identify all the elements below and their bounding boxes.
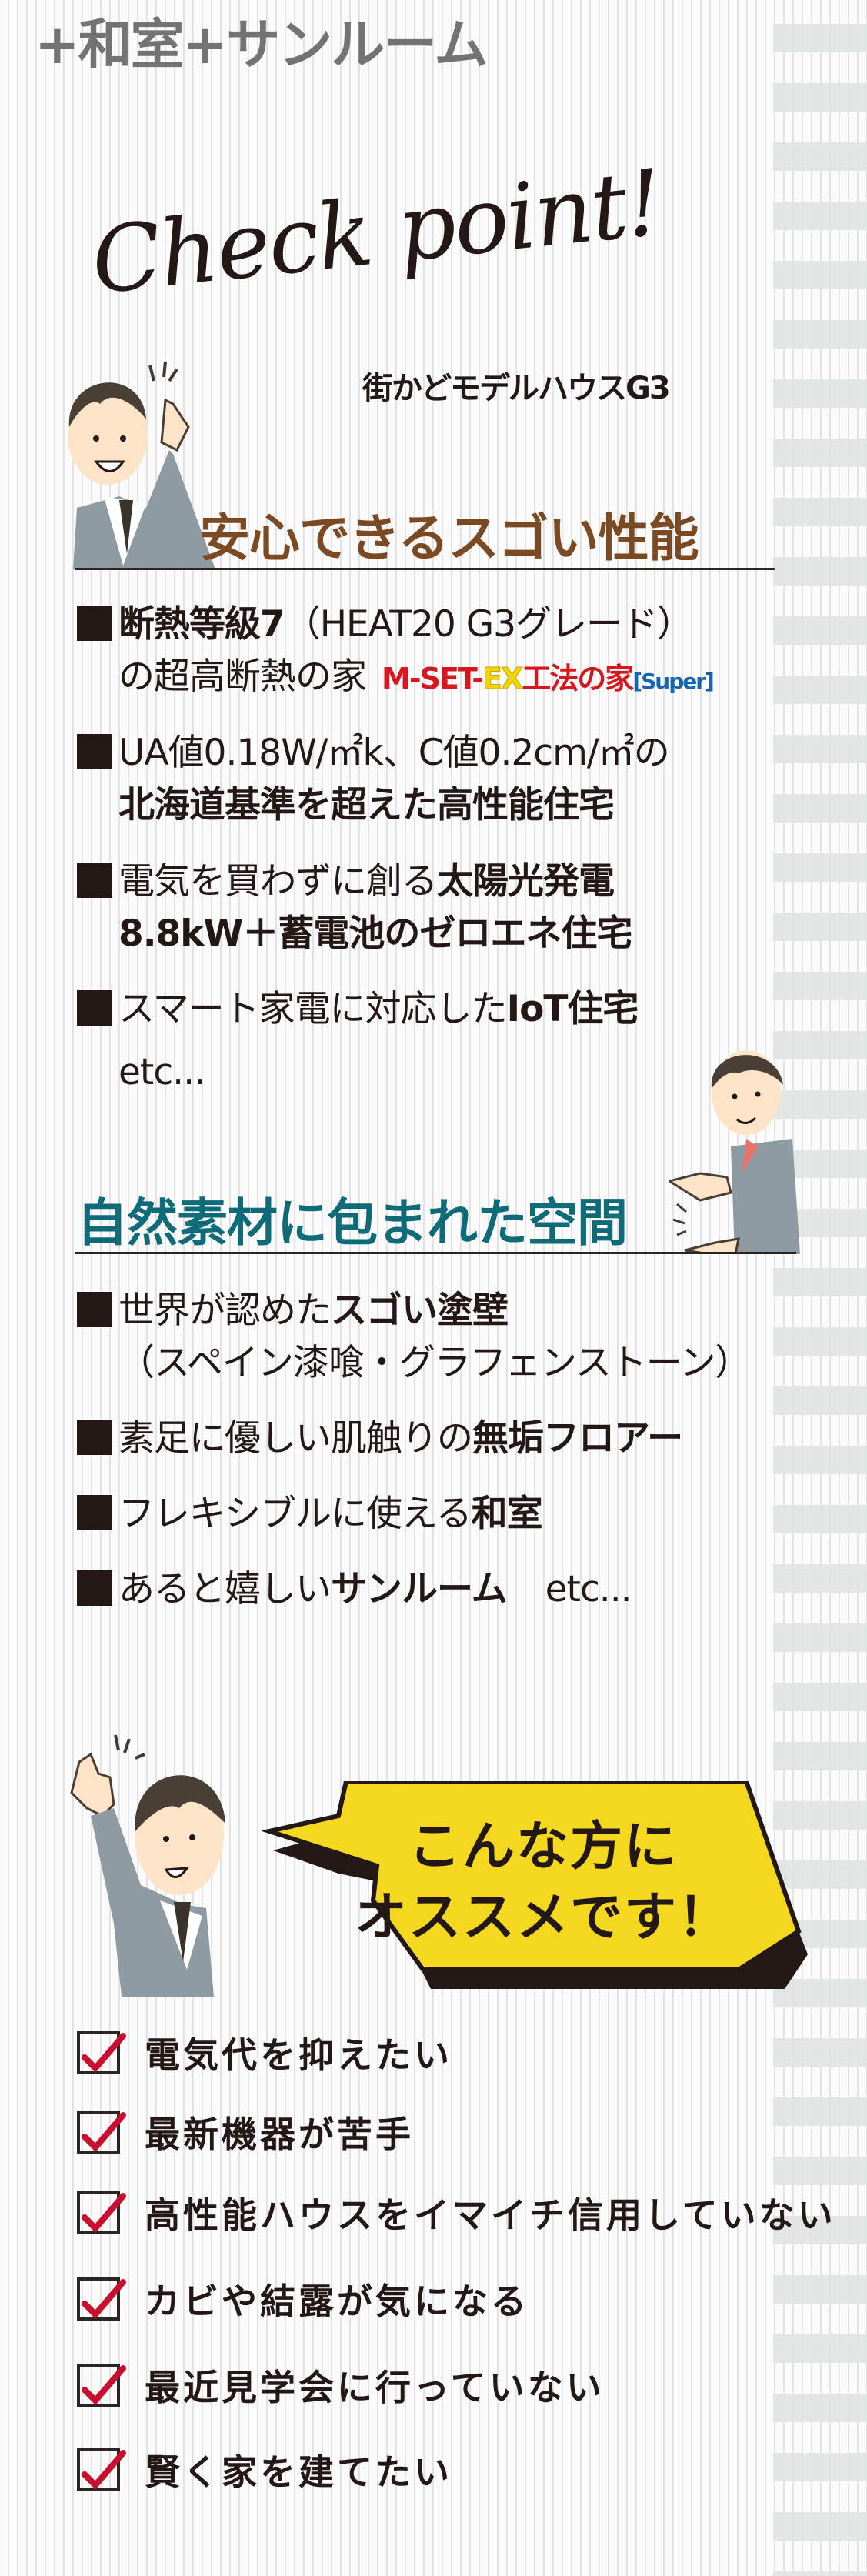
checklist-item: 最近見学会に行っていない bbox=[77, 2362, 605, 2408]
item-bold: 和室 bbox=[471, 1493, 543, 1535]
item-bold: スゴい塗壁 bbox=[331, 1290, 509, 1332]
pointing-man-illustration bbox=[68, 361, 215, 569]
item-text: スマート家電に対応した bbox=[118, 988, 508, 1030]
list-item: UA値0.18W/㎡k、C値0.2cm/㎡の 北海道基準を超えた高性能住宅 bbox=[77, 727, 670, 832]
speech-bubble bbox=[262, 1781, 808, 1989]
checkbox-checked-icon bbox=[77, 2277, 126, 2321]
list-item: 世界が認めたスゴい塗壁 （スペイン漆喰・グラフェンストーン） bbox=[77, 1285, 751, 1390]
list-item: 断熱等級7（HEAT20 G3グレード） の超高断熱の家 M-SET-EX工法の家… bbox=[77, 599, 715, 708]
list-item: 電気を買わずに創る太陽光発電 8.8kW＋蓄電池のゼロエネ住宅 bbox=[77, 856, 632, 960]
item-text: あると嬉しい bbox=[118, 1568, 332, 1610]
checklist-item: 賢く家を建てたい bbox=[77, 2447, 452, 2493]
item-bold: サンルーム bbox=[331, 1568, 508, 1610]
checkbox-checked-icon bbox=[77, 2031, 126, 2074]
item-text: etc... bbox=[118, 1051, 205, 1093]
brand-part: M-SET- bbox=[382, 662, 484, 696]
item-text: 素足に優しい肌触りの bbox=[118, 1417, 473, 1460]
bullet-square-icon bbox=[77, 1292, 112, 1327]
checklist-text: 最新機器が苦手 bbox=[145, 2114, 414, 2155]
checklist-item: 高性能ハウスをイマイチ信用していない bbox=[77, 2190, 836, 2236]
bullet-square-icon bbox=[77, 606, 112, 641]
item-bold: 北海道基準を超えた高性能住宅 bbox=[118, 784, 615, 826]
bullet-square-icon bbox=[77, 1420, 112, 1455]
brand-part: EX bbox=[482, 662, 524, 696]
checklist-text: 電気代を抑えたい bbox=[145, 2034, 452, 2076]
brand-part: [Super] bbox=[632, 669, 715, 694]
bubble-text: こんな方に オススメです！ bbox=[343, 1812, 743, 1954]
item-bold: 8.8kW＋蓄電池のゼロエネ住宅 bbox=[118, 913, 632, 955]
checklist-item: 最新機器が苦手 bbox=[77, 2109, 414, 2155]
item-text: の超高断熱の家 bbox=[118, 656, 367, 698]
heading-divider bbox=[75, 1252, 796, 1254]
item-bold: 太陽光発電 bbox=[437, 860, 615, 903]
item-text: 電気を買わずに創る bbox=[118, 860, 438, 903]
item-text: etc... bbox=[545, 1568, 632, 1610]
checkbox-checked-icon bbox=[77, 2364, 126, 2407]
checklist-text: 最近見学会に行っていない bbox=[145, 2367, 605, 2408]
item-bold: 無垢フロアー bbox=[472, 1417, 683, 1460]
item-text: （HEAT20 G3グレード） bbox=[284, 603, 693, 646]
checklist-text: 賢く家を建てたい bbox=[145, 2451, 452, 2493]
item-text: フレキシブルに使える bbox=[118, 1493, 472, 1535]
checklist-text: 高性能ハウスをイマイチ信用していない bbox=[145, 2194, 836, 2236]
ok-sign-man-illustration bbox=[70, 1734, 225, 1997]
brand-part: 工法の家 bbox=[522, 662, 634, 696]
checkbox-checked-icon bbox=[77, 2191, 126, 2234]
item-bold: 断熱等級7 bbox=[118, 603, 285, 646]
section-heading-natural-materials: 自然素材に包まれた空間 bbox=[77, 1193, 628, 1253]
item-bold: IoT住宅 bbox=[506, 988, 639, 1030]
checklist-item: カビや結露が気になる bbox=[77, 2276, 529, 2322]
bullet-square-icon bbox=[77, 990, 112, 1026]
model-house-name: 街かどモデルハウスG3 bbox=[362, 371, 671, 406]
list-item: 素足に優しい肌触りの無垢フロアー bbox=[77, 1413, 683, 1465]
right-stripe-decoration bbox=[773, 0, 867, 2576]
checkbox-checked-icon bbox=[77, 2448, 126, 2491]
bullet-square-icon bbox=[77, 1570, 112, 1606]
page-title: +和室+サンルーム bbox=[35, 13, 488, 76]
list-item: あると嬉しいサンルーム etc... bbox=[77, 1563, 632, 1616]
presenting-man-illustration bbox=[669, 1050, 800, 1254]
heading-divider bbox=[75, 568, 775, 570]
item-text: （スペイン漆喰・グラフェンストーン） bbox=[118, 1342, 751, 1384]
mset-ex-brand: M-SET-EX工法の家[Super] bbox=[382, 662, 715, 696]
section-heading-performance: 安心できるスゴい性能 bbox=[199, 509, 699, 568]
bullet-square-icon bbox=[77, 1495, 112, 1530]
bubble-line: オススメです！ bbox=[354, 1887, 732, 1948]
item-text: UA値0.18W/㎡k、C値0.2cm/㎡の bbox=[118, 732, 670, 774]
item-text: 世界が認めた bbox=[118, 1290, 332, 1332]
checklist-text: カビや結露が気になる bbox=[145, 2281, 529, 2322]
checkbox-checked-icon bbox=[77, 2111, 126, 2154]
bullet-square-icon bbox=[77, 734, 112, 769]
list-item: フレキシブルに使える和室 bbox=[77, 1488, 543, 1540]
checklist-item: 電気代を抑えたい bbox=[77, 2030, 452, 2076]
checkpoint-script-text: Check point! bbox=[86, 148, 666, 315]
bullet-square-icon bbox=[77, 863, 112, 898]
bubble-line: こんな方に bbox=[408, 1817, 678, 1877]
list-item: スマート家電に対応したIoT住宅 etc... bbox=[77, 983, 639, 1099]
